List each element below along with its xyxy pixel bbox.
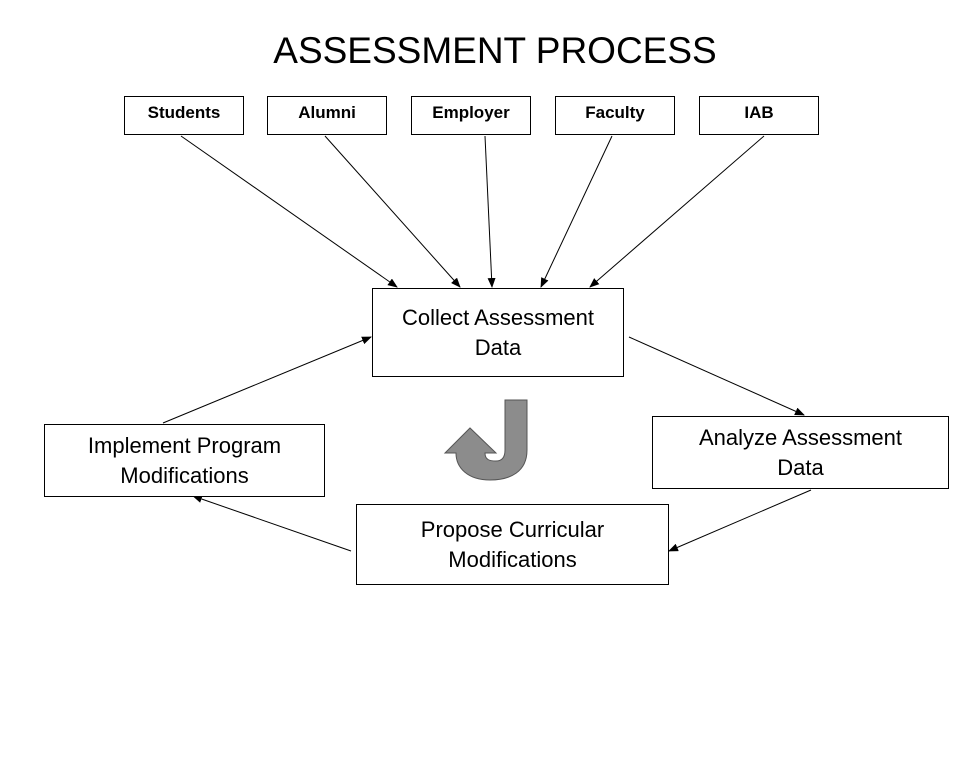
source-box-faculty: Faculty: [555, 96, 675, 135]
stage-label: Collect Assessment Data: [402, 304, 594, 360]
stage-label: Implement Program Modifications: [87, 432, 282, 488]
source-box-iab: IAB: [699, 96, 819, 135]
source-box-students: Students: [124, 96, 244, 135]
arrow-faculty-to-collect: [540, 135, 613, 288]
source-label: Faculty: [585, 102, 645, 122]
stage-collect-assessment-data: Collect Assessment Data: [372, 288, 624, 377]
source-box-alumni: Alumni: [267, 96, 387, 135]
source-label: Students: [147, 102, 221, 122]
diagram-title: ASSESSMENT PROCESS: [273, 30, 717, 71]
source-box-employer: Employer: [411, 96, 531, 135]
source-label: IAB: [744, 102, 774, 122]
arrow-propose-to-implement: [192, 495, 352, 552]
source-label: Alumni: [298, 102, 356, 122]
arrow-alumni-to-collect: [324, 135, 461, 288]
arrow-collect-to-analyze: [628, 336, 805, 416]
arrow-analyze-to-propose: [668, 489, 812, 552]
source-label: Employer: [432, 102, 510, 122]
arrow-iab-to-collect: [589, 135, 765, 288]
arrow-employer-to-collect: [484, 135, 496, 288]
stage-label: Analyze Assessment Data: [699, 424, 902, 480]
stage-propose-curricular-modifications: Propose Curricular Modifications: [356, 504, 669, 585]
cycle-arrow-icon: [443, 399, 528, 481]
arrow-students-to-collect: [180, 135, 398, 288]
arrow-implement-to-collect: [162, 336, 372, 424]
stage-label: Propose Curricular Modifications: [420, 516, 605, 572]
stage-analyze-assessment-data: Analyze Assessment Data: [652, 416, 949, 489]
stage-implement-program-modifications: Implement Program Modifications: [44, 424, 325, 497]
